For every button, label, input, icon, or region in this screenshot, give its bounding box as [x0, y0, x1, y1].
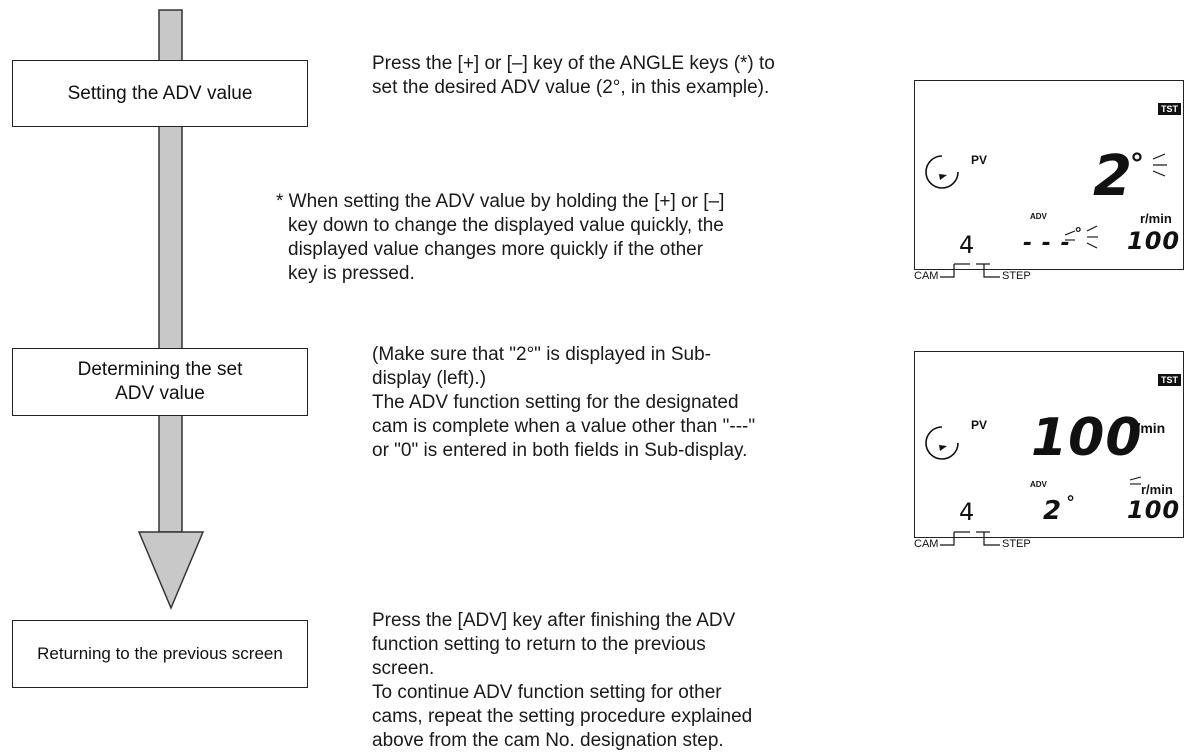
blink-indicator-icon — [1152, 153, 1167, 177]
pv-label: PV — [971, 418, 988, 432]
lcd-display-1: TST PV 2 ° ADV r/min 4 - - - ° 100 — [914, 80, 1184, 270]
cam-label: CAM — [914, 538, 939, 550]
cam-step-bracket-icon — [940, 531, 1000, 546]
sub-right-value: 100 — [1127, 227, 1181, 255]
sub-left-value: 2 — [1043, 496, 1063, 526]
description-line: cam is complete when a value other than … — [372, 416, 756, 437]
description-line: function setting to return to the previo… — [372, 634, 706, 655]
sub-left-unit: ° — [1067, 492, 1075, 512]
description-line: or "0" is entered in both fields in Sub-… — [372, 440, 748, 461]
step-label-determining-1: Determining the set — [77, 359, 243, 380]
step-label: STEP — [1002, 270, 1031, 282]
main-value: 2 — [1093, 144, 1133, 209]
description-line: display (left).) — [372, 368, 487, 389]
description-line: To continue ADV function setting for oth… — [372, 682, 722, 703]
tst-indicator: TST — [1158, 374, 1181, 386]
tst-indicator: TST — [1158, 103, 1181, 115]
note-line: * When setting the ADV value by holding … — [276, 191, 725, 212]
note-line: key is pressed. — [288, 263, 415, 284]
cam-number: 4 — [959, 498, 976, 526]
adv-label: ADV — [1030, 480, 1047, 489]
step-description-returning: Press the [ADV] key after finishing the … — [372, 609, 752, 753]
step-description-determining: (Make sure that "2°" is displayed in Sub… — [372, 343, 755, 463]
main-unit: r/min — [1131, 420, 1166, 436]
description-line: The ADV function setting for the designa… — [372, 392, 739, 413]
cam-number: 4 — [959, 231, 976, 259]
main-unit: ° — [1131, 147, 1143, 180]
step-box-determining: Determining the set ADV value — [12, 348, 308, 416]
description-line: set the desired ADV value (2°, in this e… — [372, 77, 770, 98]
sub-right-value: 100 — [1127, 496, 1181, 524]
note-line: displayed value changes more quickly if … — [288, 239, 704, 260]
description-line: screen. — [372, 658, 435, 679]
description-line: cams, repeat the setting procedure expla… — [372, 706, 753, 727]
step-label-returning: Returning to the previous screen — [37, 644, 283, 663]
rpm-label: r/min — [1140, 211, 1172, 226]
description-line: Press the [+] or [–] key of the ANGLE ke… — [372, 53, 775, 74]
step-label-setting: Setting the ADV value — [67, 82, 253, 104]
sub-left-unit: ° — [1075, 225, 1082, 242]
note-text: * When setting the ADV value by holding … — [276, 190, 724, 286]
rpm-label: r/min — [1141, 482, 1173, 497]
sub-left-value: - - - — [1023, 231, 1071, 256]
lcd-display-2: TST PV 100 r/min ADV r/min 4 2 ° 100 — [914, 351, 1184, 538]
pv-label: PV — [971, 153, 988, 167]
description-line: Press the [ADV] key after finishing the … — [372, 610, 736, 631]
description-line: above from the cam No. designation step. — [372, 730, 724, 751]
rpm-blink-indicator-icon — [1129, 476, 1142, 485]
step-label-determining-2: ADV value — [115, 383, 205, 404]
note-line: key down to change the displayed value q… — [288, 215, 724, 236]
cam-label: CAM — [914, 270, 939, 282]
main-value: 100 — [1031, 408, 1143, 468]
step-description-setting: Press the [+] or [–] key of the ANGLE ke… — [372, 52, 775, 100]
sub-blink-indicator-icon — [1065, 225, 1098, 249]
pv-dial-icon — [925, 155, 959, 189]
adv-label: ADV — [1030, 212, 1047, 221]
step-box-returning: Returning to the previous screen — [12, 620, 308, 688]
cam-step-bracket-icon — [940, 263, 1000, 278]
pv-dial-icon — [925, 426, 959, 460]
description-line: (Make sure that "2°" is displayed in Sub… — [372, 344, 711, 365]
step-label: STEP — [1002, 538, 1031, 550]
step-box-setting: Setting the ADV value — [12, 60, 308, 127]
